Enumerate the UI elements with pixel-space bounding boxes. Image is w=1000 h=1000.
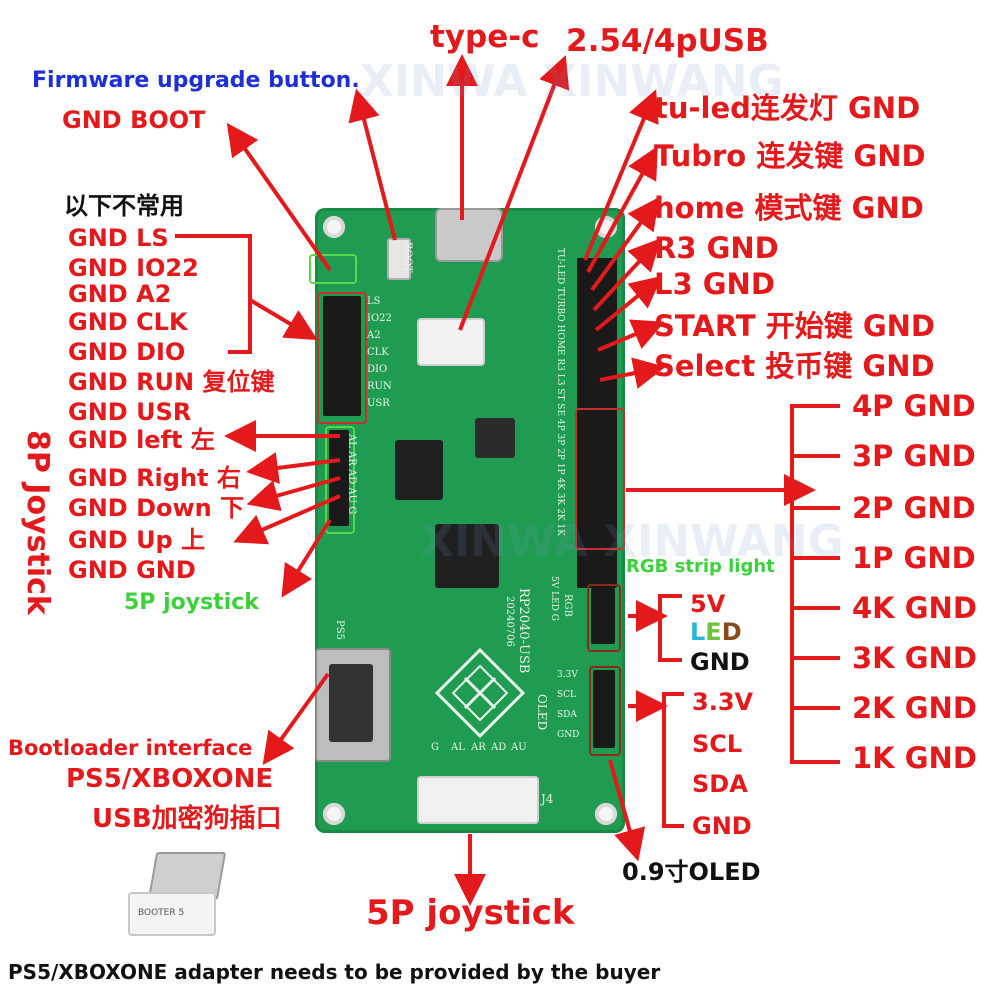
mount-hole xyxy=(595,803,617,825)
oled-title: 0.9寸OLED xyxy=(622,858,761,886)
boot-button[interactable] xyxy=(387,238,411,280)
j4-silk-item: AD xyxy=(491,742,507,753)
button-pin-label: 3P GND xyxy=(852,439,976,473)
rgb-led: LED xyxy=(690,620,742,644)
usb-4p-connector[interactable] xyxy=(417,318,485,366)
rp2040-chip xyxy=(435,524,499,588)
rgb-5v: 5V xyxy=(690,590,726,618)
rgb-pin-header xyxy=(591,588,615,644)
logo-icon xyxy=(435,648,525,738)
uncommon-title: 以下不常用 xyxy=(64,192,184,220)
bootloader-label: Bootloader interface xyxy=(8,736,253,760)
joystick-pin-label: GND left 左 xyxy=(68,426,215,454)
watermark-text: XINWA XINWANG xyxy=(420,516,844,567)
uncommon-pin-label: GND CLK xyxy=(68,308,188,336)
joystick-pin-label: GND Right 右 xyxy=(68,464,241,492)
button-pin-label: 4K GND xyxy=(852,591,977,625)
left-silk-item: A2 xyxy=(367,330,381,341)
left-silk-item: RUN xyxy=(367,381,392,392)
footer-note: PS5/XBOXONE adapter needs to be provided… xyxy=(8,960,661,984)
rgb-header-outline xyxy=(587,584,621,652)
uncommon-pin-label: GND USR xyxy=(68,398,192,426)
left-pin-header xyxy=(323,296,361,416)
function-pin-label: tu-led连发灯 GND xyxy=(654,91,921,125)
function-pin-label: L3 GND xyxy=(654,267,775,301)
gnd-boot-label: GND BOOT xyxy=(62,106,206,134)
button-pin-label: 4P GND xyxy=(852,389,976,423)
oled-silk-item: GND xyxy=(557,730,580,740)
j4-silk-item: AR xyxy=(471,742,486,753)
right-pin-header xyxy=(577,258,617,588)
oled-header-outline xyxy=(589,666,621,756)
type-c-label: type-c xyxy=(430,19,540,55)
uncommon-pin-label: GND A2 xyxy=(68,280,172,308)
j4-silk-item: G xyxy=(431,742,439,753)
button-pin-label: 2K GND xyxy=(852,691,977,725)
mount-hole xyxy=(323,803,345,825)
j4-silk: J4 xyxy=(541,792,554,806)
rgb-led-l: L xyxy=(690,618,706,646)
left-silk-item: CLK xyxy=(367,347,389,358)
j4-connector[interactable] xyxy=(417,776,539,824)
function-pin-label: START 开始键 GND xyxy=(654,309,936,343)
usb-a-port-inner xyxy=(329,664,373,742)
left-silk-item: DIO xyxy=(367,364,388,375)
oled-pin-header xyxy=(593,670,615,748)
j4-silk-item: AU xyxy=(511,742,527,753)
function-pin-label: Select 投币键 GND xyxy=(654,349,935,383)
button-pin-label: 1P GND xyxy=(852,541,976,575)
button-header-outline xyxy=(575,408,625,550)
five-p-joystick-bottom: 5P joystick xyxy=(366,893,575,933)
rgb-title: RGB strip light xyxy=(626,556,775,577)
uncommon-pin-label: GND RUN 复位键 xyxy=(68,368,275,396)
boot-pin-outline xyxy=(309,254,357,284)
joystick-pin-label: GND GND xyxy=(68,556,196,584)
uncommon-pin-label: GND LS xyxy=(68,224,169,252)
firmware-label: Firmware upgrade button. xyxy=(32,68,360,93)
button-pin-label: 2P GND xyxy=(852,491,976,525)
left-header-outline xyxy=(317,292,367,424)
dongle-text: BOOTER 5 xyxy=(138,908,185,918)
ps5-xbox-label: PS5/XBOXONE xyxy=(66,764,274,794)
uncommon-pin-label: GND IO22 xyxy=(68,254,199,282)
five-p-joystick-left: 5P joystick xyxy=(124,590,259,615)
regulator-chip xyxy=(475,418,515,458)
function-pin-label: Tubro 连发键 GND xyxy=(654,139,926,173)
dongle-body xyxy=(128,892,216,936)
oled-silk-item: SDA xyxy=(557,710,577,720)
mount-hole xyxy=(323,216,345,238)
usb-dongle-label: USB加密狗插口 xyxy=(92,804,282,834)
usb-dongle-image: BOOTER 5 xyxy=(122,852,230,936)
oled-pin-label: GND xyxy=(692,812,752,840)
oled-silk-item: SCL xyxy=(557,690,577,700)
function-pin-label: home 模式键 GND xyxy=(654,191,924,225)
oled-pin-label: SCL xyxy=(692,730,743,758)
usb-254-label: 2.54/4pUSB xyxy=(566,23,769,59)
watermark-text: XINWA XINWANG xyxy=(360,56,784,107)
function-pin-label: R3 GND xyxy=(654,231,779,265)
left-silk-item: USR xyxy=(367,398,390,409)
j4-silk-item: AL xyxy=(451,742,465,753)
oled-pin-label: SDA xyxy=(692,770,748,798)
left-silk-item: LS xyxy=(367,296,381,307)
oled-pin-label: 3.3V xyxy=(692,688,754,716)
rgb-led-d: D xyxy=(721,618,742,646)
button-pin-label: 1K GND xyxy=(852,741,977,775)
joystick-pin-label: GND Up 上 xyxy=(68,526,206,554)
rgb-gnd: GND xyxy=(690,648,750,676)
eeprom-chip xyxy=(395,440,443,500)
oled-silk-item: 3.3V xyxy=(557,670,578,680)
button-pin-label: 3K GND xyxy=(852,641,977,675)
left-silk-item: IO22 xyxy=(367,313,392,324)
uncommon-pin-label: GND DIO xyxy=(68,338,186,366)
joystick-8p-vertical: 8P Joystick xyxy=(20,430,55,615)
rgb-led-e: E xyxy=(705,618,722,646)
joystick-pin-label: GND Down 下 xyxy=(68,494,245,522)
